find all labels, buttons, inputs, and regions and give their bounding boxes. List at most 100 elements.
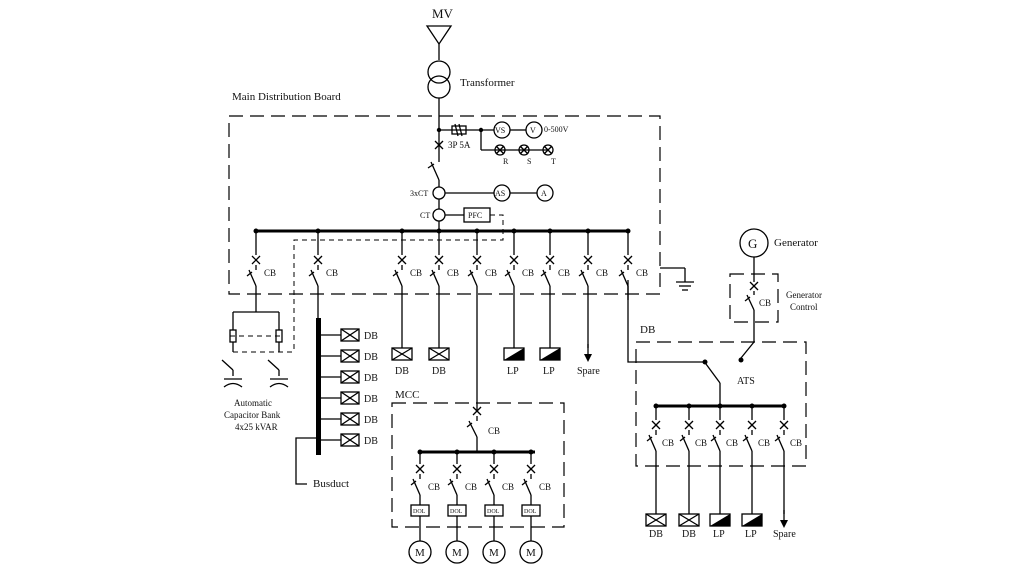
db-title: DB [640,324,655,336]
mdb-load-5-icon [584,344,592,362]
phase-lamp-r-icon [494,144,506,156]
db-feeder-breaker-2-icon [679,420,694,452]
mdb-feeder-cb-label: CB [264,268,276,278]
db-feeder-breaker-5-icon [774,420,789,452]
mdb-feeder-cb-label: CB [326,268,338,278]
svg-text:PFC: PFC [468,211,482,220]
voltmeter-icon [525,121,543,139]
capacitor-bank-line-1: Automatic [234,398,272,408]
busduct-db-label: DB [364,352,378,363]
db-feeder-cb-label: CB [662,438,674,448]
generator-control-line-2: Control [790,302,818,312]
phase-r-label: R [503,157,509,166]
motor-label: M [452,547,462,559]
dol-starter-label: DOL [524,509,537,515]
busduct-db-label: DB [364,415,378,426]
mcc-feeder-cb-label: CB [465,482,477,492]
motor-label: M [526,547,536,559]
mcc-enclosure [391,402,565,528]
mdb-feeder-breaker-6-icon [504,255,519,287]
db-load-label: LP [745,529,757,540]
motor-label: M [415,547,425,559]
db-feeder-cb-label: CB [726,438,738,448]
mcc-title: MCC [395,389,419,401]
mdb-enclosure [228,115,661,295]
mdb-feeder-breaker-2-icon [308,255,323,287]
dol-starter-label: DOL [450,509,463,515]
generator-control-enclosure [729,273,779,323]
dol-starter-label: DOL [487,509,500,515]
ct3-icon [432,186,446,200]
db-load-4-icon [741,513,763,527]
mdb-feeder-breaker-1-icon [246,255,261,287]
svg-text:G: G [748,236,757,251]
svg-text:AS: AS [495,189,505,198]
db-load-label: DB [649,529,663,540]
mv-source-triangle [425,25,453,46]
phase-s-label: S [527,157,531,166]
mdb-load-2-icon [428,347,450,361]
busduct-db-label: DB [364,394,378,405]
db-feeder-breaker-4-icon [742,420,757,452]
transformer-label: Transformer [460,77,515,89]
svg-text:V: V [530,126,536,135]
db-feeder-breaker-3-icon [710,420,725,452]
svg-text:A: A [541,189,547,198]
db-load-5-icon [780,510,788,528]
phase-lamp-t-icon [542,144,554,156]
earth-icon [676,281,694,291]
db-feeder-cb-label: CB [790,438,802,448]
db-load-2-icon [678,513,700,527]
busduct-db-label: DB [364,373,378,384]
phase-lamp-s-icon [518,144,530,156]
main-breaker-icon [427,158,440,187]
mdb-load-3-icon [503,347,525,361]
mcc-feeder-cb-label: CB [539,482,551,492]
mdb-title: Main Distribution Board [232,91,341,103]
mdb-feeder-breaker-9-icon [618,255,633,287]
capacitor-bank-line-2: Capacitor Bank [224,410,281,420]
mdb-feeder-cb-label: CB [636,268,648,278]
mcc-incoming-breaker-icon [466,406,482,452]
mdb-load-label: DB [395,366,409,377]
voltmeter-range: 0-500V [544,125,569,134]
motor-1-icon [408,540,432,564]
mv-label: MV [432,6,454,21]
db-load-3-icon [709,513,731,527]
mdb-load-1-icon [391,347,413,361]
mdb-feeder-cb-label: CB [485,268,497,278]
mdb-load-label: LP [507,366,519,377]
generator-breaker-icon [744,281,759,311]
generator-control-line-1: Generator [786,290,822,300]
mdb-feeder-cb-label: CB [596,268,608,278]
ct-icon [432,208,446,222]
transformer-symbol [427,60,451,99]
mdb-load-label: LP [543,366,555,377]
mcc-feeder-cb-label: CB [502,482,514,492]
mdb-feeder-cb-label: CB [522,268,534,278]
mdb-feeder-breaker-3-icon [392,255,407,287]
busduct-db-label: DB [364,331,378,342]
busduct-db-2-icon [340,349,360,363]
db-feeder-breaker-1-icon [646,420,661,452]
svg-text:CB: CB [488,426,500,436]
mcc-feeder-breaker-3-icon [484,464,499,496]
db-feeder-cb-label: CB [758,438,770,448]
ats-label: ATS [737,376,755,387]
capacitor-bank-line-3: 4x25 kVAR [235,422,278,432]
ct3-label: 3xCT [410,189,428,198]
busduct-db-6-icon [340,433,360,447]
ct-label: CT [420,211,430,220]
fuse-rating: 3P 5A [448,140,471,150]
svg-text:CB: CB [759,298,771,308]
db-feeder-cb-label: CB [695,438,707,448]
ats-switch-icon [705,363,721,406]
db-load-label: DB [682,529,696,540]
capacitor-bank-icon [221,312,294,388]
fuse-icon [451,123,467,137]
mcc-feeder-breaker-4-icon [521,464,536,496]
motor-label: M [489,547,499,559]
dol-starter-label: DOL [413,509,426,515]
mcc-feeder-breaker-2-icon [447,464,462,496]
